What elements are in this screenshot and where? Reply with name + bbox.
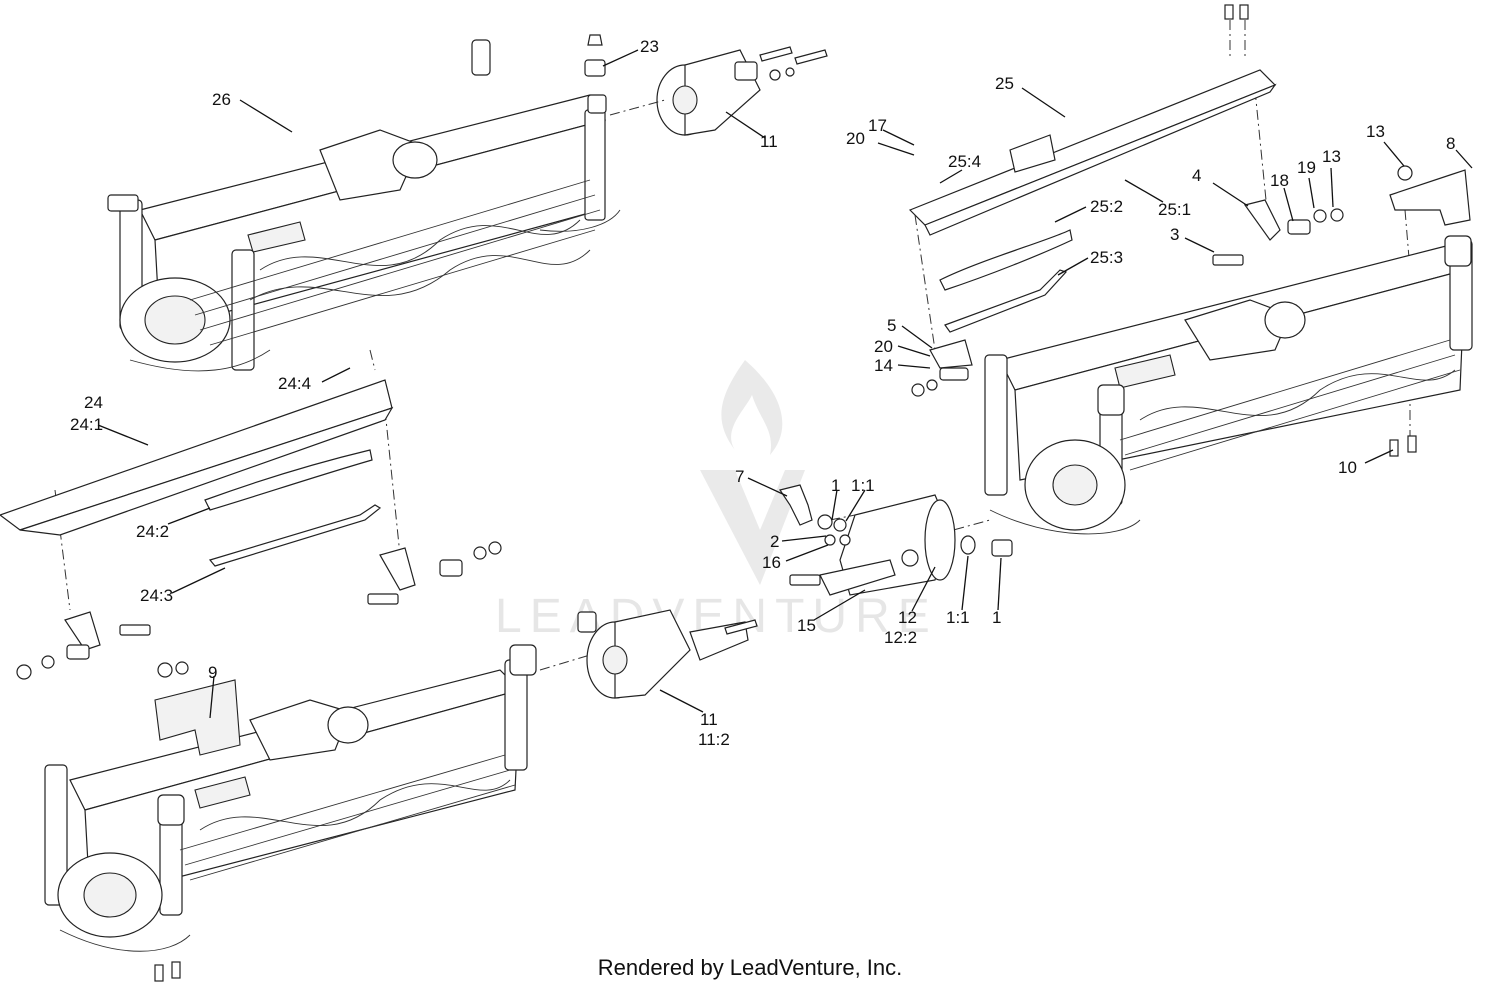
callout-10: 10 [1338,458,1357,477]
hydraulic-motor-top [656,46,828,136]
callout-12-2: 12:2 [884,628,917,647]
callout-14: 14 [874,356,893,375]
callout-24: 24 [84,393,103,412]
callout-24-4: 24:4 [278,374,311,393]
footer-credit: Rendered by LeadVenture, Inc. [597,955,903,980]
callout-12: 12 [898,608,917,627]
callout-9: 9 [208,663,217,682]
callout-16: 16 [762,553,781,572]
callout-18: 18 [1270,171,1289,190]
callout-20-top: 20 [846,129,865,148]
callout-11-2: 11:2 [698,730,730,749]
callout-25-3: 25:3 [1090,248,1123,267]
reel-unit-top-left [107,39,621,372]
reel-unit-top-right [984,235,1473,535]
callout-24-1: 24:1 [70,415,103,434]
hydraulic-motor-center [779,484,1013,596]
small-parts-right [911,208,1344,397]
callout-1-top: 1 [831,476,840,495]
callout-5: 5 [887,316,896,335]
callout-20-mid: 20 [874,337,893,356]
callout-19: 19 [1297,158,1316,177]
callout-1-bottom: 1 [992,608,1001,627]
callout-25-2: 25:2 [1090,197,1123,216]
callout-1-1-bottom: 1:1 [946,608,970,627]
callout-labels: 26 23 11 25 17 20 25:4 4 18 19 13 13 8 2… [70,37,1455,749]
bracket-8 [1389,165,1471,226]
callout-3: 3 [1170,225,1179,244]
callout-1-1-top: 1:1 [851,476,875,495]
callout-23: 23 [640,37,659,56]
fitting-23 [584,34,607,114]
callout-11-top: 11 [760,132,778,151]
callout-13-right: 13 [1366,122,1385,141]
watermark-logo-icon [700,360,805,585]
callout-15: 15 [797,616,816,635]
callout-25: 25 [995,74,1014,93]
leader-lines [97,49,1473,719]
callout-17: 17 [868,116,887,135]
callout-8: 8 [1446,134,1455,153]
callout-4: 4 [1192,166,1201,185]
callout-24-3: 24:3 [140,586,173,605]
cover-25 [908,4,1281,333]
reel-unit-bottom-left [44,644,537,982]
callout-25-1: 25:1 [1158,200,1191,219]
callout-26: 26 [212,90,231,109]
callout-13-mid: 13 [1322,147,1341,166]
callout-2: 2 [770,532,779,551]
callout-25-4: 25:4 [948,152,981,171]
callout-7: 7 [735,467,744,486]
hydraulic-motor-bottom [577,609,758,699]
callout-11-bottom: 11 [700,710,718,729]
callout-24-2: 24:2 [136,522,169,541]
cover-24 [0,379,502,680]
